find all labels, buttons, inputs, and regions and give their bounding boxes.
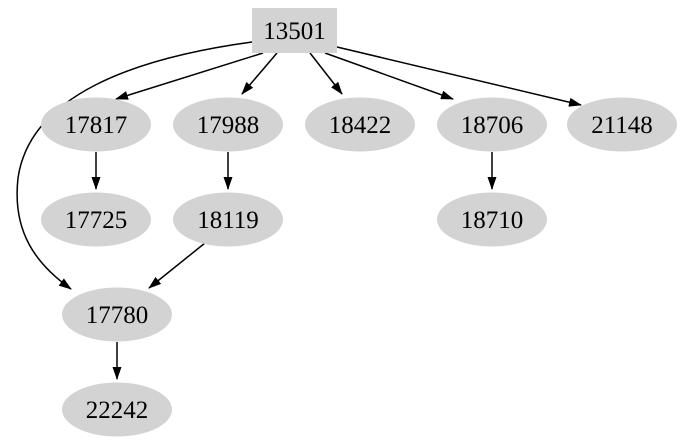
edge-13501-21148	[336, 46, 582, 107]
node-18706-label: 18706	[461, 112, 524, 139]
node-21148-label: 21148	[591, 112, 653, 139]
node-17988-ellipse[interactable]	[173, 97, 283, 152]
node-17817-ellipse[interactable]	[41, 97, 151, 152]
edge-13501-17988	[241, 52, 278, 95]
node-18119[interactable]: 18119	[173, 192, 283, 247]
node-17780-ellipse[interactable]	[62, 287, 172, 342]
node-17780-label: 17780	[86, 302, 149, 329]
node-18710-label: 18710	[461, 207, 524, 234]
edge-group	[16, 41, 582, 380]
node-22242[interactable]: 22242	[62, 382, 172, 437]
node-21148-ellipse[interactable]	[567, 97, 677, 152]
edge-18119-17780	[148, 242, 206, 289]
node-17780[interactable]: 17780	[62, 287, 172, 342]
node-17988-label: 17988	[197, 112, 260, 139]
node-18119-label: 18119	[197, 207, 259, 234]
edge-13501-17780	[16, 41, 253, 290]
node-21148[interactable]: 21148	[567, 97, 677, 152]
node-17725-ellipse[interactable]	[41, 192, 151, 247]
node-18119-ellipse[interactable]	[173, 192, 283, 247]
node-18422-label: 18422	[329, 112, 392, 139]
node-17817[interactable]: 17817	[41, 97, 151, 152]
node-17817-label: 17817	[65, 112, 128, 139]
node-18710-ellipse[interactable]	[437, 192, 547, 247]
node-17725-label: 17725	[65, 207, 128, 234]
node-13501-box[interactable]	[252, 8, 337, 53]
node-22242-label: 22242	[86, 397, 149, 424]
node-13501[interactable]: 13501	[252, 8, 337, 53]
node-18706[interactable]: 18706	[437, 97, 547, 152]
node-13501-label: 13501	[263, 18, 326, 45]
edge-13501-17817	[115, 52, 264, 100]
node-17725[interactable]: 17725	[41, 192, 151, 247]
node-22242-ellipse[interactable]	[62, 382, 172, 437]
node-18710[interactable]: 18710	[437, 192, 547, 247]
node-18706-ellipse[interactable]	[437, 97, 547, 152]
node-17988[interactable]: 17988	[173, 97, 283, 152]
node-18422-ellipse[interactable]	[305, 97, 415, 152]
node-18422[interactable]: 18422	[305, 97, 415, 152]
edge-13501-18706	[324, 52, 454, 100]
edge-13501-18422	[309, 52, 343, 95]
